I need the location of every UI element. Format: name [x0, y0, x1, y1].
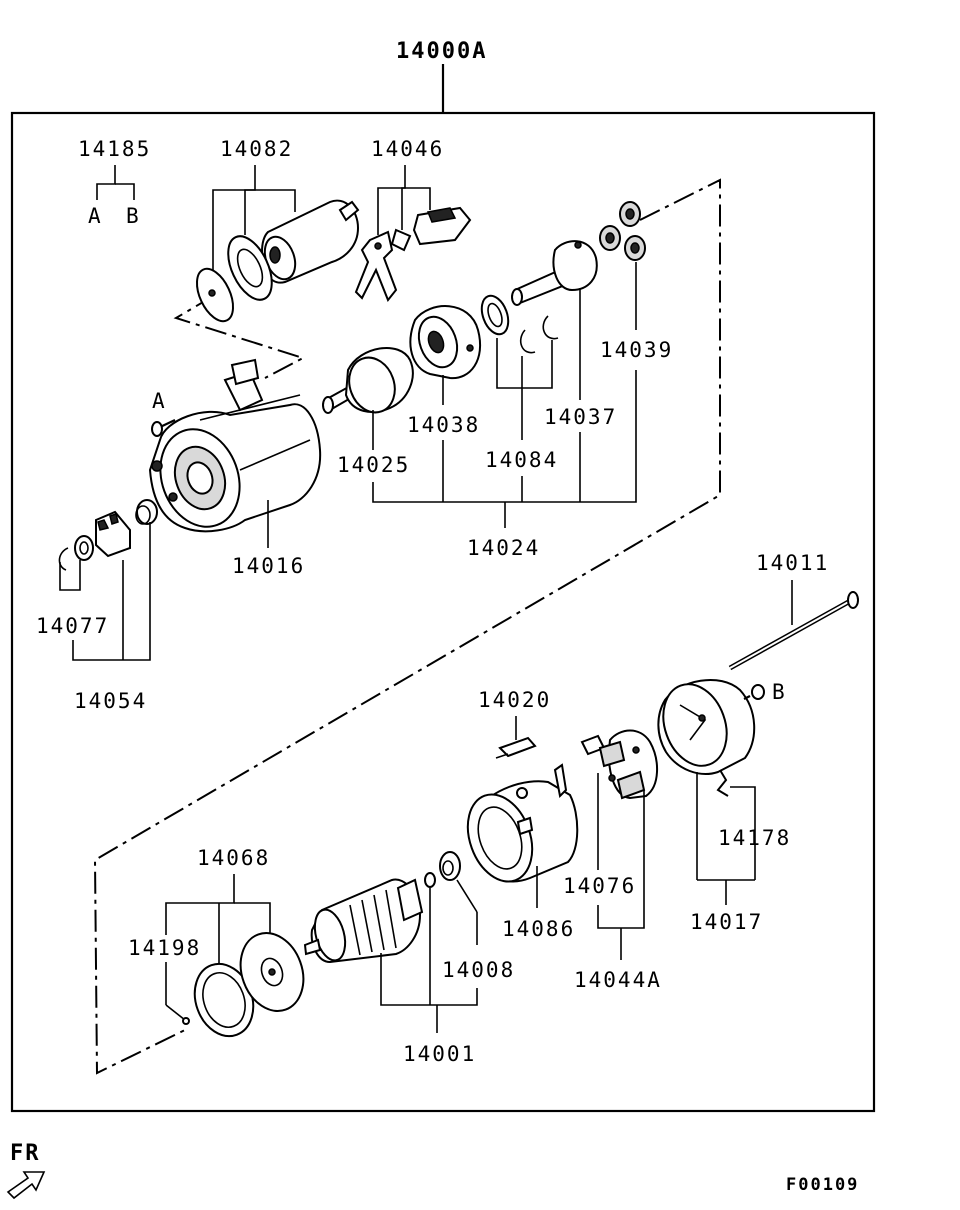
- retainer-clips-14084: [519, 315, 559, 354]
- label-14185-b[interactable]: B: [126, 204, 141, 228]
- label-14025[interactable]: 14025: [337, 453, 410, 477]
- figure-code[interactable]: F00109: [786, 1175, 859, 1195]
- bearing-ring-small: [424, 872, 436, 888]
- yoke-assembly: [466, 763, 579, 883]
- gasket-plate: [227, 235, 273, 301]
- planet-gears-14039: [599, 201, 646, 261]
- label-14046[interactable]: 14046: [371, 137, 444, 161]
- label-14185[interactable]: 14185: [78, 137, 151, 161]
- label-14037[interactable]: 14037: [544, 405, 617, 429]
- direction-label[interactable]: FR: [10, 1141, 41, 1166]
- label-14016[interactable]: 14016: [232, 554, 305, 578]
- label-14068[interactable]: 14068: [197, 846, 270, 870]
- label-assembly[interactable]: 14000A: [396, 39, 487, 64]
- lever-block: [412, 206, 472, 246]
- label-14039[interactable]: 14039: [600, 338, 673, 362]
- label-14198[interactable]: 14198: [128, 936, 201, 960]
- pinion-shaft: [322, 346, 414, 414]
- clutch-spring: [135, 499, 158, 525]
- label-14038[interactable]: 14038: [407, 413, 480, 437]
- front-arrow-icon: [6, 1171, 46, 1200]
- lever-spring: [390, 228, 412, 252]
- brush-holder: [580, 729, 658, 800]
- upper-group-outline: [93, 178, 721, 1075]
- armature: [303, 878, 424, 964]
- label-14017[interactable]: 14017: [690, 910, 763, 934]
- label-14185-a[interactable]: A: [88, 204, 103, 228]
- callout-screw-a[interactable]: A: [152, 389, 167, 413]
- label-14008[interactable]: 14008: [442, 958, 515, 982]
- label-14076[interactable]: 14076: [563, 874, 636, 898]
- label-14054[interactable]: 14054: [74, 689, 147, 713]
- drive-housing: [148, 358, 322, 533]
- snap-ring-14077: [58, 547, 69, 571]
- label-14084[interactable]: 14084: [485, 448, 558, 472]
- end-plate: [239, 932, 305, 1012]
- o-ring-14198: [182, 1017, 190, 1025]
- label-14077[interactable]: 14077: [36, 614, 109, 638]
- label-14086[interactable]: 14086: [502, 917, 575, 941]
- callout-screw-b[interactable]: B: [772, 680, 787, 704]
- stop-collar: [74, 535, 94, 561]
- screw-b: [743, 684, 765, 700]
- through-bolt: [728, 591, 859, 671]
- label-14024[interactable]: 14024: [467, 536, 540, 560]
- brush-14020: [495, 736, 537, 759]
- washer-14084: [480, 294, 510, 336]
- label-14020[interactable]: 14020: [478, 688, 551, 712]
- label-14001[interactable]: 14001: [403, 1042, 476, 1066]
- label-14011[interactable]: 14011: [756, 551, 829, 575]
- screw-a: [151, 419, 176, 437]
- shift-lever: [354, 230, 398, 302]
- internal-gear: [409, 305, 481, 380]
- solenoid-switch: [260, 199, 360, 284]
- bearing-14008: [439, 851, 461, 881]
- commutator-end-frame: [657, 678, 756, 797]
- label-14082[interactable]: 14082: [220, 137, 293, 161]
- pinion-gear: [95, 510, 131, 558]
- planet-carrier-shaft: [511, 240, 598, 306]
- label-14044a[interactable]: 14044A: [574, 968, 662, 992]
- solenoid-plate: [195, 267, 235, 323]
- label-14178[interactable]: 14178: [718, 826, 791, 850]
- solenoid-outline: [173, 294, 306, 379]
